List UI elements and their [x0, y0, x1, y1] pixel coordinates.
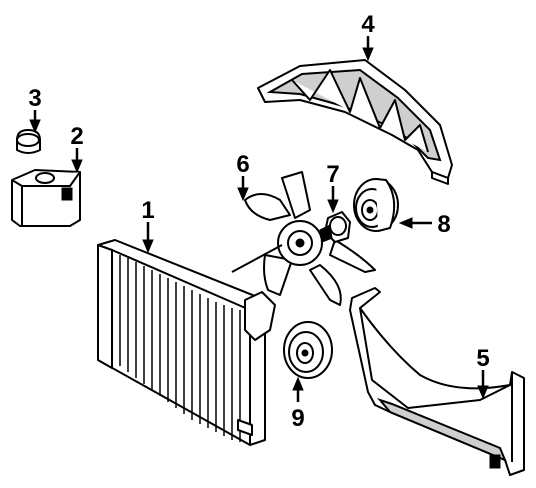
- reservoir-cap: [16, 129, 41, 154]
- upper-shroud: [257, 59, 453, 185]
- callout-3: 3: [28, 85, 41, 112]
- lower-shroud: [349, 287, 525, 476]
- crank-pulley: [283, 321, 333, 379]
- callout-8: 8: [437, 211, 450, 238]
- callout-2: 2: [70, 123, 83, 150]
- cooling-fan: [231, 171, 376, 306]
- radiator: [97, 239, 276, 446]
- water-pump-pulley: [353, 178, 399, 232]
- callout-7: 7: [326, 161, 339, 188]
- callout-6: 6: [236, 151, 249, 178]
- callout-9: 9: [291, 405, 304, 432]
- callout-1: 1: [141, 197, 154, 224]
- callout-5: 5: [476, 345, 489, 372]
- callout-4: 4: [361, 11, 375, 38]
- fan-clutch: [319, 211, 351, 243]
- coolant-reservoir: [11, 169, 81, 227]
- leader-lines: [29, 36, 489, 402]
